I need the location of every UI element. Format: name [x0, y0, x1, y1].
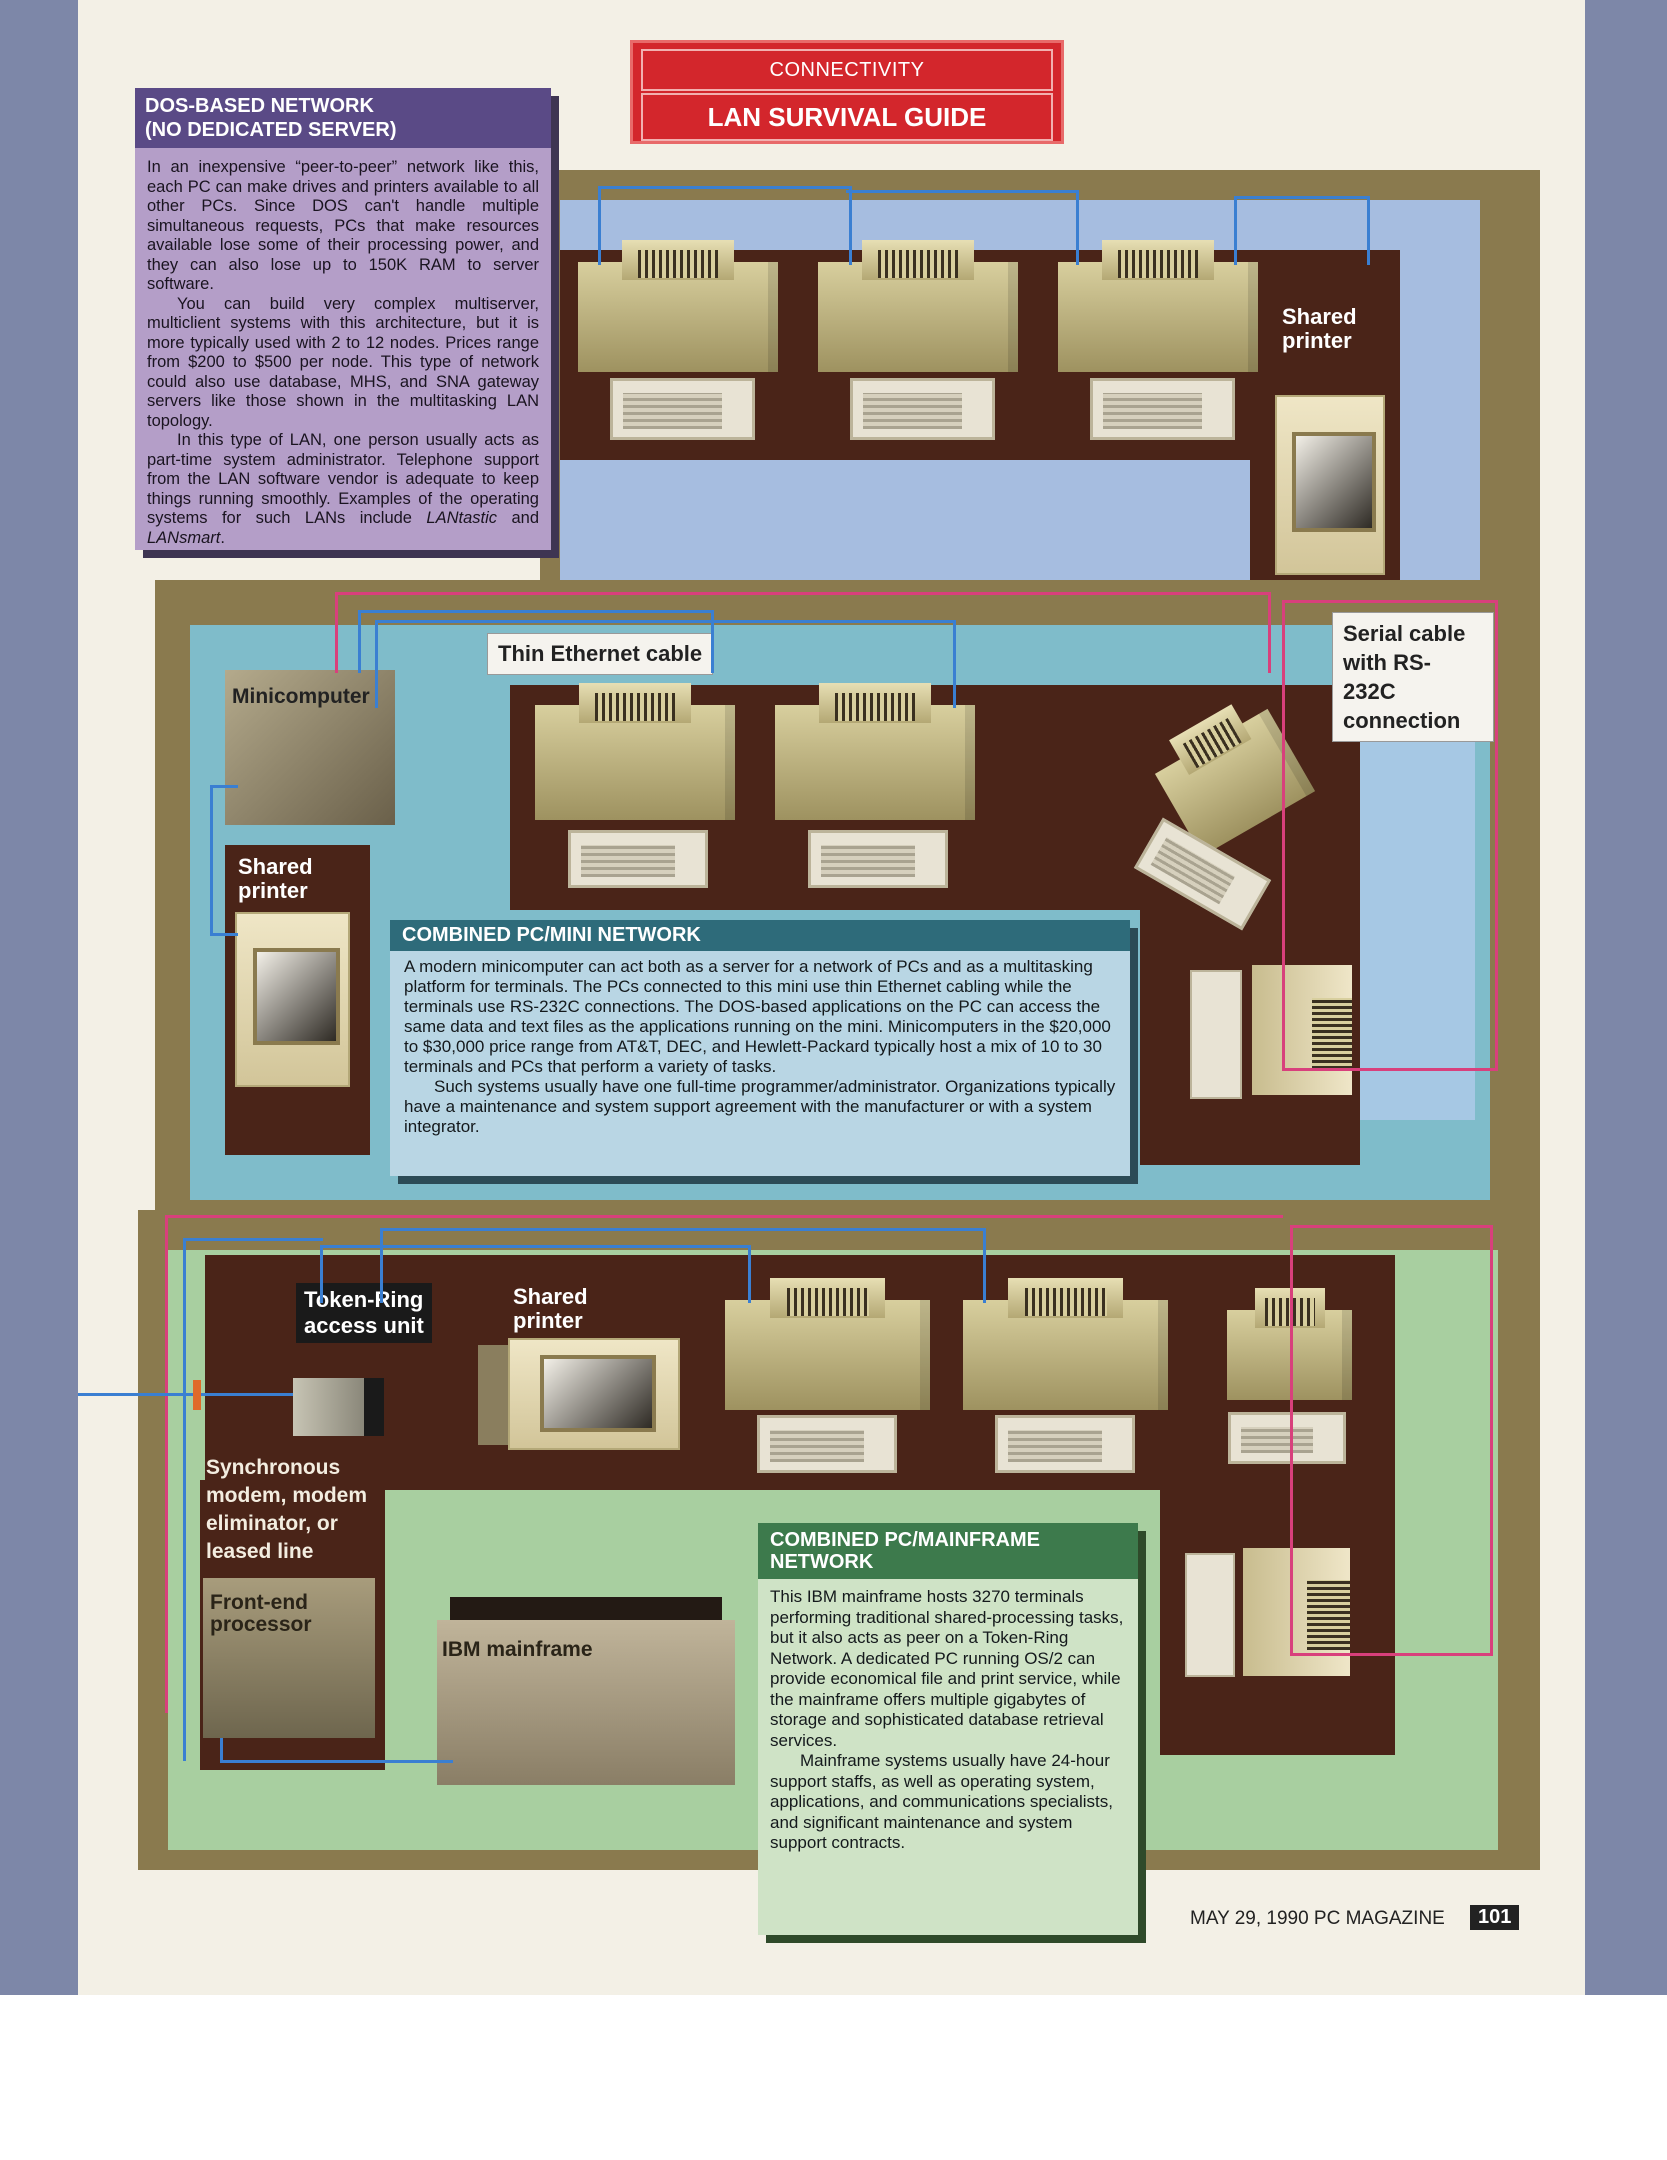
pc-mainframe-title: COMBINED PC/MAINFRAME NETWORK [758, 1523, 1138, 1579]
minicomputer [225, 670, 395, 825]
ibm-mainframe [437, 1620, 735, 1785]
pc-monitor [818, 240, 1018, 372]
pc-monitor [578, 240, 778, 372]
page-number: 101 [1470, 1905, 1520, 1930]
ibm-mainframe-label: IBM mainframe [442, 1638, 593, 1661]
terminal-monitor [1227, 1288, 1352, 1400]
dos-network-body: In an inexpensive “peer-to-peer” network… [147, 158, 539, 547]
pc-keyboard [808, 830, 948, 888]
terminal-keyboard [1228, 1412, 1346, 1464]
pc-keyboard [757, 1415, 897, 1473]
pc-keyboard [610, 378, 755, 440]
pc-system-unit [1190, 970, 1242, 1099]
pc-mainframe-body: This IBM mainframe hosts 3270 terminals … [770, 1587, 1124, 1852]
token-ring-cable [320, 1245, 751, 1303]
minicomputer-label: Minicomputer [232, 685, 370, 708]
mainframe-cable [220, 1738, 453, 1763]
shared-printer-bot [508, 1338, 680, 1450]
pc-monitor [775, 683, 975, 820]
ethernet-cable [1234, 196, 1370, 265]
pc-keyboard [1090, 378, 1235, 440]
pc-monitor [963, 1278, 1168, 1410]
pc-monitor [535, 683, 735, 820]
pc-keyboard [850, 378, 995, 440]
pc-monitor [725, 1278, 930, 1410]
connector [193, 1380, 201, 1410]
access-unit-end [364, 1378, 384, 1436]
printer-side [478, 1345, 508, 1445]
section-header: CONNECTIVITY LAN SURVIVAL GUIDE [630, 40, 1064, 144]
serial-cable [165, 1215, 1283, 1713]
pc-mainframe-note: COMBINED PC/MAINFRAME NETWORK This IBM m… [758, 1523, 1138, 1935]
token-ring-cable [183, 1238, 323, 1761]
middle-room-side-wall [1355, 700, 1475, 1120]
left-margin [0, 0, 78, 1995]
terminal-unit [1252, 965, 1352, 1095]
serial-cable [1282, 600, 1498, 1071]
serial-cable [1290, 1225, 1493, 1656]
ethernet-cable [846, 190, 1079, 265]
pc-monitor [1058, 240, 1258, 372]
pc-mini-note: COMBINED PC/MINI NETWORK A modern minico… [390, 920, 1130, 1176]
right-margin [1585, 0, 1667, 1995]
pc-mini-title: COMBINED PC/MINI NETWORK [390, 920, 1130, 951]
issue-line: MAY 29, 1990 PC MAGAZINE [1190, 1908, 1445, 1929]
thin-ethernet-label: Thin Ethernet cable [487, 633, 714, 675]
pc-keyboard [995, 1415, 1135, 1473]
ethernet-cable [210, 785, 238, 936]
pc-keyboard [568, 830, 708, 888]
ethernet-cable [598, 186, 852, 265]
front-end-processor [203, 1578, 375, 1738]
shared-printer-mid [235, 912, 350, 1087]
guide-title: LAN SURVIVAL GUIDE [641, 93, 1053, 141]
section-name: CONNECTIVITY [641, 49, 1053, 91]
dos-network-title: DOS-BASED NETWORK (NO DEDICATED SERVER) [135, 88, 551, 148]
token-ring-cable [380, 1228, 986, 1303]
ethernet-cable [358, 610, 714, 673]
shared-printer-top [1275, 395, 1385, 575]
ethernet-cable [375, 620, 956, 708]
pc-mini-body: A modern minicomputer can act both as a … [404, 957, 1116, 1136]
dos-network-note: DOS-BASED NETWORK (NO DEDICATED SERVER) … [135, 88, 551, 550]
serial-cable [335, 592, 1271, 673]
pc-system-unit [1185, 1553, 1235, 1677]
external-line [78, 1393, 293, 1396]
